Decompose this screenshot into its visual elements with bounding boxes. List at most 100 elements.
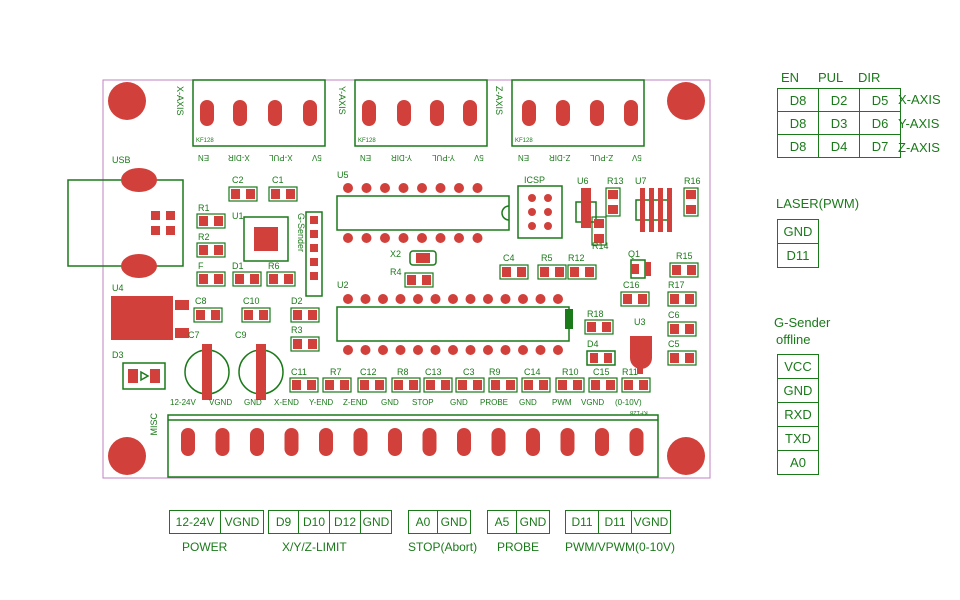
r10-label: R10 [562,367,579,377]
mount-hole [108,437,146,475]
x2-label: X2 [390,249,402,259]
smd-pad [670,324,679,334]
d3-label: D3 [112,350,124,360]
laser-cell: D11 [777,243,819,268]
smd-pad [502,267,511,277]
x-axis-terminal [192,79,326,147]
r12-label: R12 [568,253,585,263]
dip-pin [500,345,511,355]
z-axis-label: Z-AXIS [494,86,504,116]
gsender-label: G-Sender [296,213,306,253]
smd-pad [587,322,596,332]
terminal-pad [629,428,644,456]
pin-label: PWM [552,398,572,407]
dip-pin [430,294,441,304]
smd-pad [524,380,533,390]
smd-outline [290,307,320,323]
kf-z: KF128 [515,138,533,144]
smd-outline [683,187,699,217]
smd-pad [360,380,369,390]
smd-pad [375,380,384,390]
smd-pad [293,339,302,349]
smd-pad [594,234,604,243]
dip-pin [378,294,388,304]
smd-pad [284,274,293,284]
smd-pad [340,380,349,390]
pin-label: EN [518,153,530,162]
limit-caption: X/Y/Z-LIMIT [282,540,347,554]
terminal-pad [353,428,368,456]
misc-label: MISC [149,413,159,436]
smd-pad [199,274,208,284]
c5-label: C5 [668,339,680,349]
smd-pad [286,189,295,199]
laser-title: LASER(PWM) [776,196,860,211]
smd-pad [211,310,220,320]
limit-cell: D12 [329,510,361,534]
smd-pad [670,353,679,363]
dip-pin [472,233,483,243]
r3-label: R3 [291,325,303,335]
smd-outline [196,213,226,229]
smd-pad [558,380,567,390]
smd-pad [214,216,223,226]
r1-label: R1 [198,203,210,213]
r6-label: R6 [268,261,280,271]
smd-outline [289,377,319,393]
axis-header-en: EN [781,70,800,85]
terminal-pad [388,428,402,456]
dip-pin [518,294,528,304]
axis-cell: D8 [777,111,819,135]
dip-pin [500,294,511,304]
pin-label: 5V [474,153,484,162]
usb-connector [67,168,184,278]
smd-outline [228,186,258,202]
smd-pad [250,274,259,284]
smd-outline [537,264,567,280]
misc-terminal [167,414,659,478]
r13-label: R13 [607,176,624,186]
smd-outline [488,377,518,393]
y-axis-terminal [354,79,488,147]
smd-outline [591,216,607,246]
terminal-pad [284,428,299,456]
smd-pad [602,322,611,332]
dip-pin [413,294,423,304]
smd-pad [292,380,301,390]
c7-capacitor [184,344,230,400]
pwm-cell: D11 [565,510,599,534]
smd-outline [423,377,453,393]
x-axis-pins: EN X-DIR X-PUL 5V [198,153,322,162]
board-outline [102,79,711,479]
c4-label: C4 [503,253,515,263]
pin-label: Z-END [343,398,368,407]
probe-caption: PROBE [497,540,540,554]
pwm-cell: VGND [631,510,671,534]
smd-pad [670,294,679,304]
dip-pin [553,294,563,304]
u3-label: U3 [634,317,646,327]
dip-pin [454,183,464,193]
dip-pin [360,345,371,355]
gsender-cell: RXD [777,402,819,427]
smd-outline [357,377,387,393]
u1-label: U1 [232,211,244,221]
smd-outline [455,377,485,393]
c15-label: C15 [593,367,610,377]
u5-pins [343,183,483,243]
c6-label: C6 [668,310,680,320]
r7-label: R7 [330,367,342,377]
smd-pad [246,189,255,199]
smd-outline [404,272,434,288]
power-caption: POWER [182,540,228,554]
smd-pad [214,245,223,255]
kf-x: KF128 [196,138,214,144]
dip-pin [417,233,427,243]
smd-parts [193,186,699,393]
dip-pin [535,294,546,304]
pin-label: EN [198,153,210,162]
smd-pad [235,274,244,284]
smd-pad [594,219,604,228]
gsender-cell: TXD [777,426,819,451]
